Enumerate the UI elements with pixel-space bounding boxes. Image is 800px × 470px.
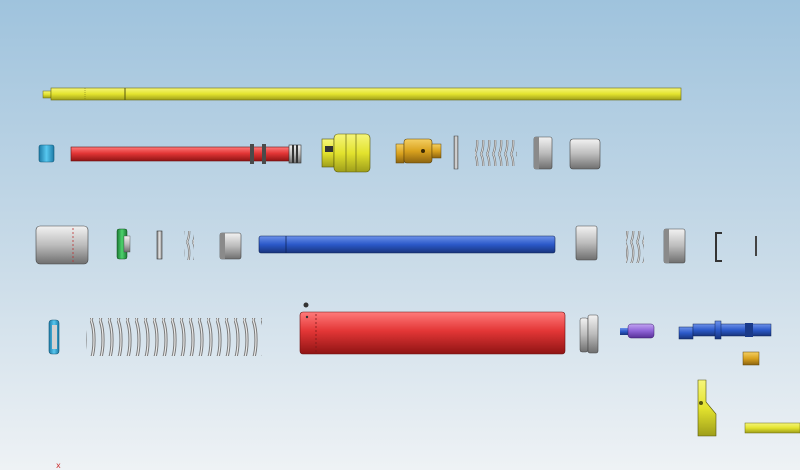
thin-gray-washer[interactable] bbox=[453, 135, 459, 170]
short-yellow-rod[interactable] bbox=[744, 422, 800, 434]
gray-sleeve[interactable] bbox=[569, 138, 601, 170]
red-piston-rod[interactable] bbox=[70, 144, 302, 164]
gray-end-cap[interactable] bbox=[35, 225, 89, 265]
gray-flange-cap[interactable] bbox=[579, 314, 599, 354]
blue-trigger-shaft[interactable] bbox=[678, 320, 772, 340]
yellow-lever[interactable] bbox=[697, 379, 717, 437]
purple-pin[interactable] bbox=[620, 323, 655, 339]
coordinate-triad-label: x bbox=[56, 461, 61, 470]
blue-seal-cup[interactable] bbox=[48, 319, 60, 355]
small-blue-cap[interactable] bbox=[38, 144, 55, 163]
small-gold-bushing[interactable] bbox=[742, 351, 760, 366]
gray-collar[interactable] bbox=[219, 232, 242, 260]
thin-ring[interactable] bbox=[156, 230, 163, 260]
gray-retainer[interactable] bbox=[663, 228, 686, 264]
gold-valve-housing[interactable] bbox=[321, 133, 371, 173]
gray-bushing[interactable] bbox=[533, 136, 553, 170]
gold-plunger[interactable] bbox=[395, 138, 442, 164]
gray-guide-bushing[interactable] bbox=[575, 225, 598, 261]
small-gray-spring[interactable] bbox=[475, 140, 517, 166]
blue-cylinder-tube[interactable] bbox=[258, 235, 556, 254]
large-compression-spring[interactable] bbox=[86, 318, 262, 356]
long-yellow-rod[interactable] bbox=[42, 87, 682, 101]
tiny-pin[interactable] bbox=[755, 236, 757, 256]
green-seal-ring[interactable] bbox=[116, 228, 131, 260]
small-wave-spring[interactable] bbox=[626, 231, 644, 263]
red-main-cylinder[interactable] bbox=[299, 302, 566, 355]
wave-spring-ring[interactable] bbox=[184, 231, 194, 260]
snap-ring[interactable] bbox=[715, 232, 722, 262]
